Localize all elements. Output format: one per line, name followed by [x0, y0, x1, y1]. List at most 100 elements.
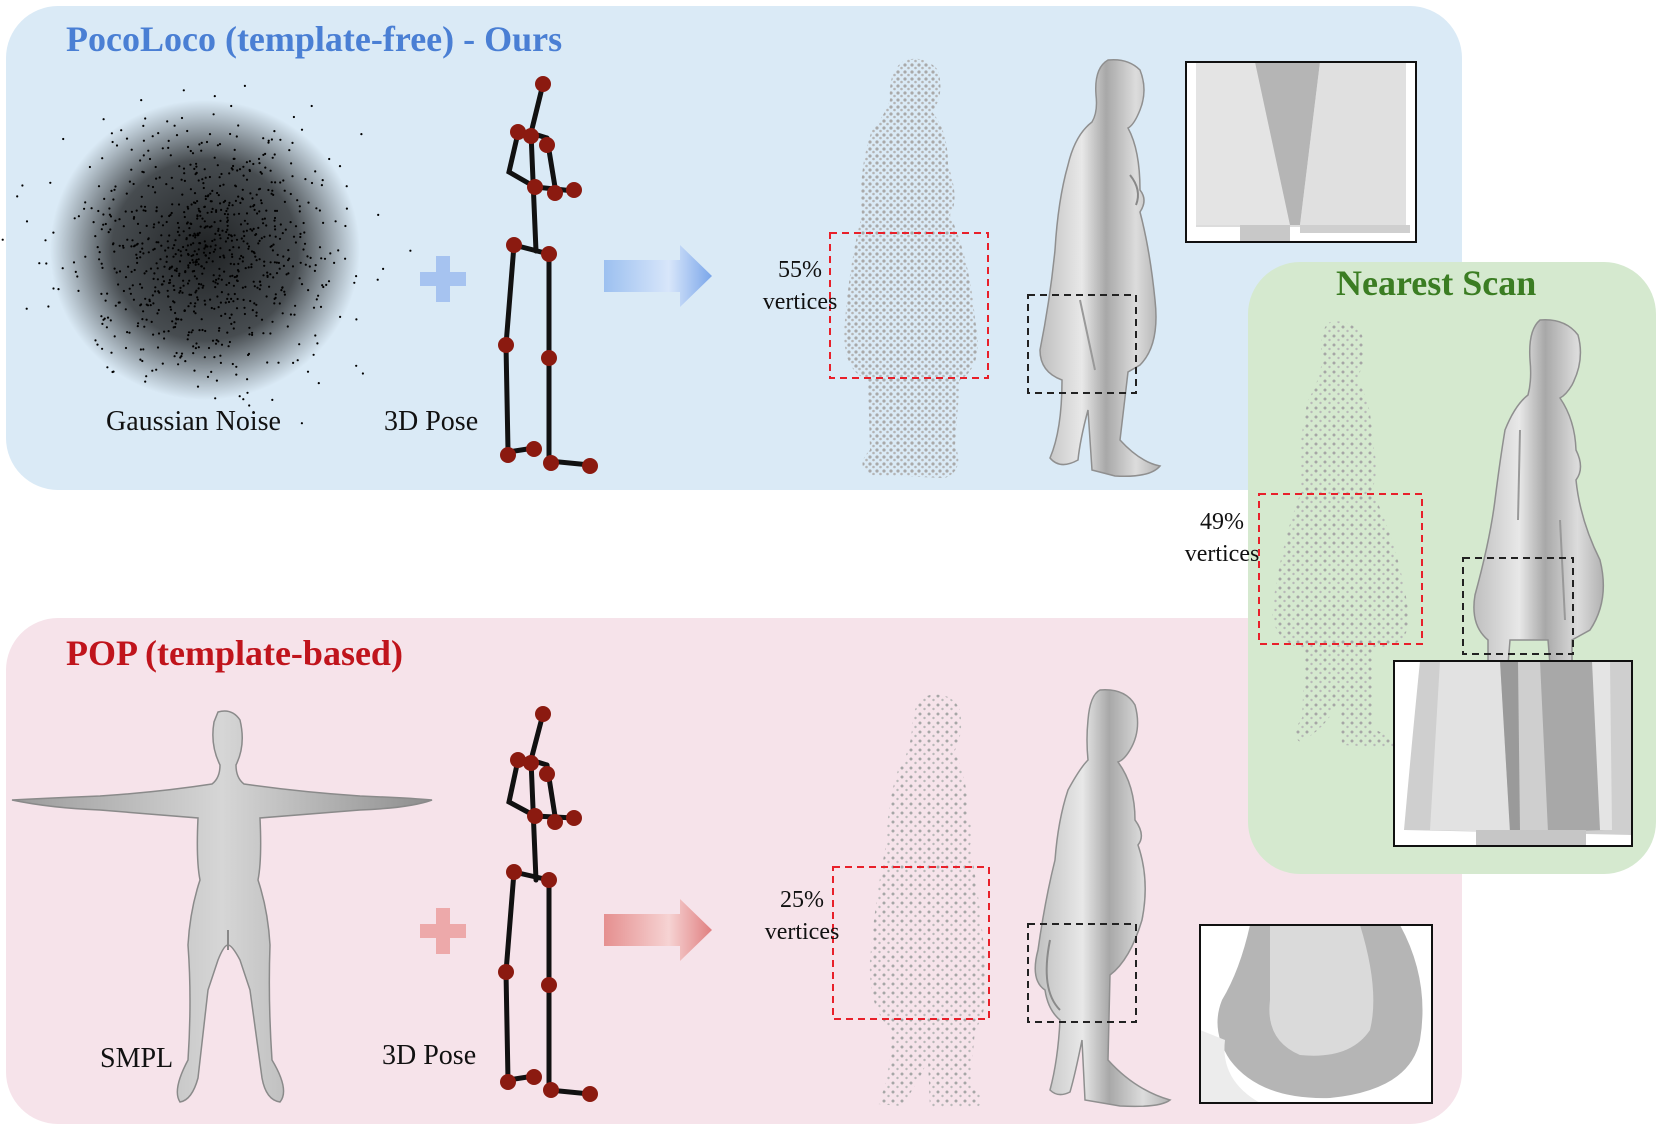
noise-point — [228, 340, 231, 344]
noise-point — [263, 235, 266, 238]
noise-point — [260, 172, 263, 175]
noise-point — [100, 315, 103, 318]
noise-point — [160, 215, 163, 218]
noise-point — [152, 277, 155, 280]
noise-point — [217, 329, 221, 332]
noise-point — [217, 229, 220, 232]
noise-point — [130, 270, 133, 273]
noise-point — [219, 255, 222, 259]
noise-point — [279, 223, 282, 226]
noise-point — [152, 226, 155, 229]
noise-point — [291, 265, 295, 268]
noise-point — [252, 250, 255, 254]
noise-point — [239, 201, 242, 204]
noise-point — [187, 264, 190, 267]
noise-point — [196, 234, 199, 237]
noise-point — [142, 154, 145, 157]
noise-point — [104, 299, 107, 302]
noise-point — [249, 228, 252, 231]
noise-point — [131, 239, 134, 242]
noise-point — [210, 306, 213, 310]
noise-point — [169, 154, 172, 157]
noise-point — [251, 333, 254, 336]
noise-point — [115, 144, 119, 147]
noise-point — [173, 244, 176, 247]
noise-point — [264, 166, 267, 169]
noise-point — [243, 234, 246, 238]
noise-point — [100, 262, 103, 265]
noise-point — [151, 185, 155, 189]
noise-point — [167, 246, 170, 249]
noise-point — [189, 243, 193, 246]
noise-point — [211, 207, 214, 210]
noise-point — [92, 221, 95, 224]
noise-point — [196, 200, 199, 203]
noise-point — [285, 273, 288, 276]
noise-point — [105, 326, 108, 329]
noise-point — [220, 314, 223, 317]
noise-point — [337, 249, 340, 252]
noise-point — [165, 183, 168, 186]
noise-point — [156, 267, 159, 270]
noise-point — [132, 245, 136, 248]
noise-point — [160, 283, 163, 286]
noise-point — [246, 391, 249, 394]
noise-point — [196, 214, 199, 217]
noise-point — [197, 258, 200, 261]
noise-point — [188, 279, 191, 282]
noise-point — [192, 234, 195, 237]
zoom-inset — [1199, 924, 1433, 1104]
noise-point — [201, 272, 204, 275]
noise-point — [101, 322, 104, 325]
noise-point — [312, 353, 315, 356]
noise-point — [173, 124, 176, 127]
noise-point — [102, 318, 105, 321]
noise-point — [199, 225, 202, 228]
noise-point — [282, 179, 285, 182]
noise-point — [216, 295, 219, 298]
noise-point — [191, 152, 195, 155]
noise-point — [292, 361, 295, 364]
noise-point — [220, 278, 223, 281]
noise-point — [245, 161, 248, 164]
noise-point — [315, 298, 318, 301]
noise-point — [328, 157, 331, 161]
noise-point — [192, 242, 195, 245]
noise-point — [250, 263, 253, 266]
noise-point — [153, 223, 156, 226]
noise-point — [262, 274, 265, 277]
noise-point — [148, 300, 151, 303]
noise-point — [274, 235, 277, 238]
noise-point — [303, 242, 307, 245]
noise-point — [241, 197, 244, 200]
noise-point — [155, 241, 158, 244]
noise-point — [266, 275, 269, 278]
noise-point — [179, 289, 182, 293]
noise-point — [145, 375, 148, 378]
noise-point — [183, 309, 186, 312]
noise-point — [180, 352, 184, 355]
noise-point — [114, 304, 117, 307]
noise-point — [317, 382, 320, 385]
noise-point — [180, 254, 183, 257]
noise-point — [141, 247, 144, 250]
noise-point — [77, 215, 80, 218]
noise-point — [197, 207, 200, 210]
noise-point — [100, 292, 103, 295]
noise-point — [189, 302, 192, 305]
noise-point — [314, 334, 317, 337]
noise-point — [109, 215, 113, 218]
noise-point — [104, 222, 107, 226]
noise-point — [145, 224, 148, 227]
noise-point — [200, 318, 203, 321]
noise-point — [217, 306, 220, 309]
noise-point — [233, 148, 236, 151]
noise-point — [191, 258, 194, 262]
noise-point — [127, 265, 130, 268]
noise-point — [251, 197, 254, 200]
noise-point — [150, 320, 153, 323]
noise-point — [273, 261, 276, 264]
noise-point — [227, 345, 230, 348]
noise-point — [179, 286, 182, 289]
gaussian-noise-cloud — [1, 84, 412, 425]
